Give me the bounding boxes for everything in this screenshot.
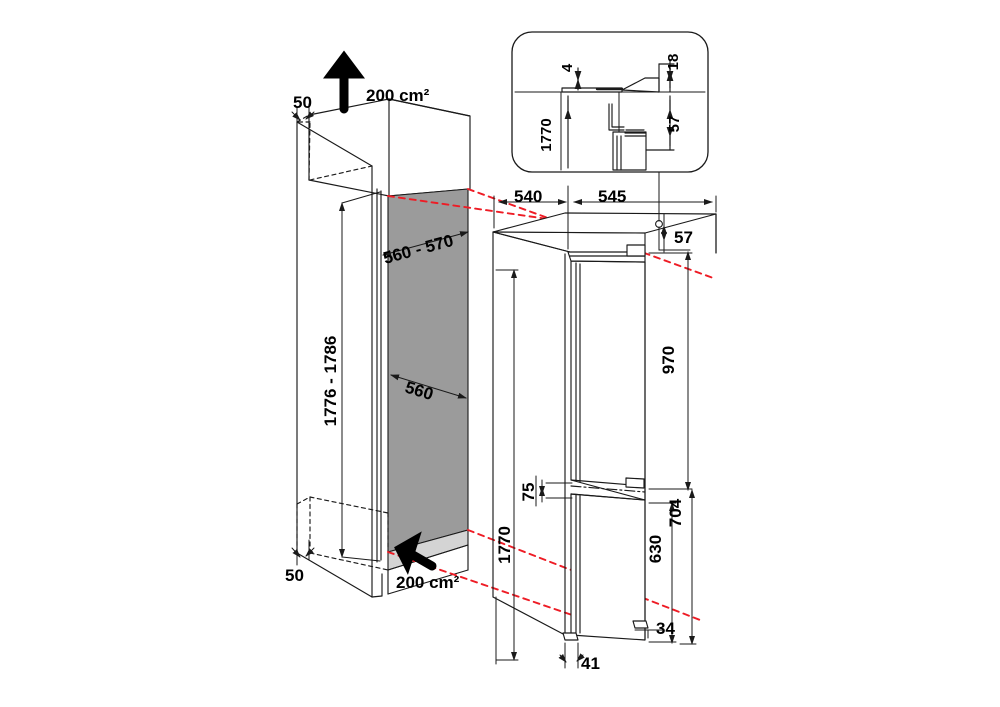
- label-total-height-1770: 1770: [495, 526, 514, 564]
- label-gap-top: 50: [293, 93, 312, 112]
- label-lower-704: 704: [666, 498, 685, 527]
- vent-arrows: [323, 50, 437, 575]
- label-foot-rear-34: 34: [656, 619, 675, 638]
- label-inset-4: 4: [559, 63, 576, 72]
- label-depth-540: 540: [514, 187, 542, 206]
- label-freezer-door-630: 630: [646, 535, 665, 563]
- cabinet-upper-box-hidden-edges: [296, 114, 373, 181]
- dimensions-appliance: [493, 185, 717, 669]
- dimensions-niche: [291, 103, 469, 566]
- cabinet-upper-box: [308, 98, 471, 197]
- label-inset-1770: 1770: [538, 118, 555, 151]
- appliance-doors: [567, 213, 717, 641]
- label-vent-bottom: 200 cm²: [396, 573, 460, 592]
- label-hinge-offset-57: 57: [674, 228, 693, 247]
- appliance-feet: [562, 620, 649, 641]
- hinge-pin-icon: [655, 220, 663, 228]
- cabinet-bottom-hidden-edges: [296, 496, 389, 571]
- label-foot-front-41: 41: [581, 654, 600, 673]
- label-vent-top: 200 cm²: [366, 86, 430, 105]
- appliance-body: [492, 212, 717, 636]
- label-fridge-door-970: 970: [659, 346, 678, 374]
- label-door-gap-75: 75: [519, 483, 538, 502]
- detail-inset-box: [511, 31, 709, 222]
- label-width-545: 545: [598, 187, 626, 206]
- label-gap-bottom: 50: [285, 566, 304, 585]
- label-inset-18: 18: [665, 54, 682, 71]
- label-niche-height: 1776 - 1786: [321, 336, 340, 427]
- label-inset-57: 57: [666, 116, 683, 133]
